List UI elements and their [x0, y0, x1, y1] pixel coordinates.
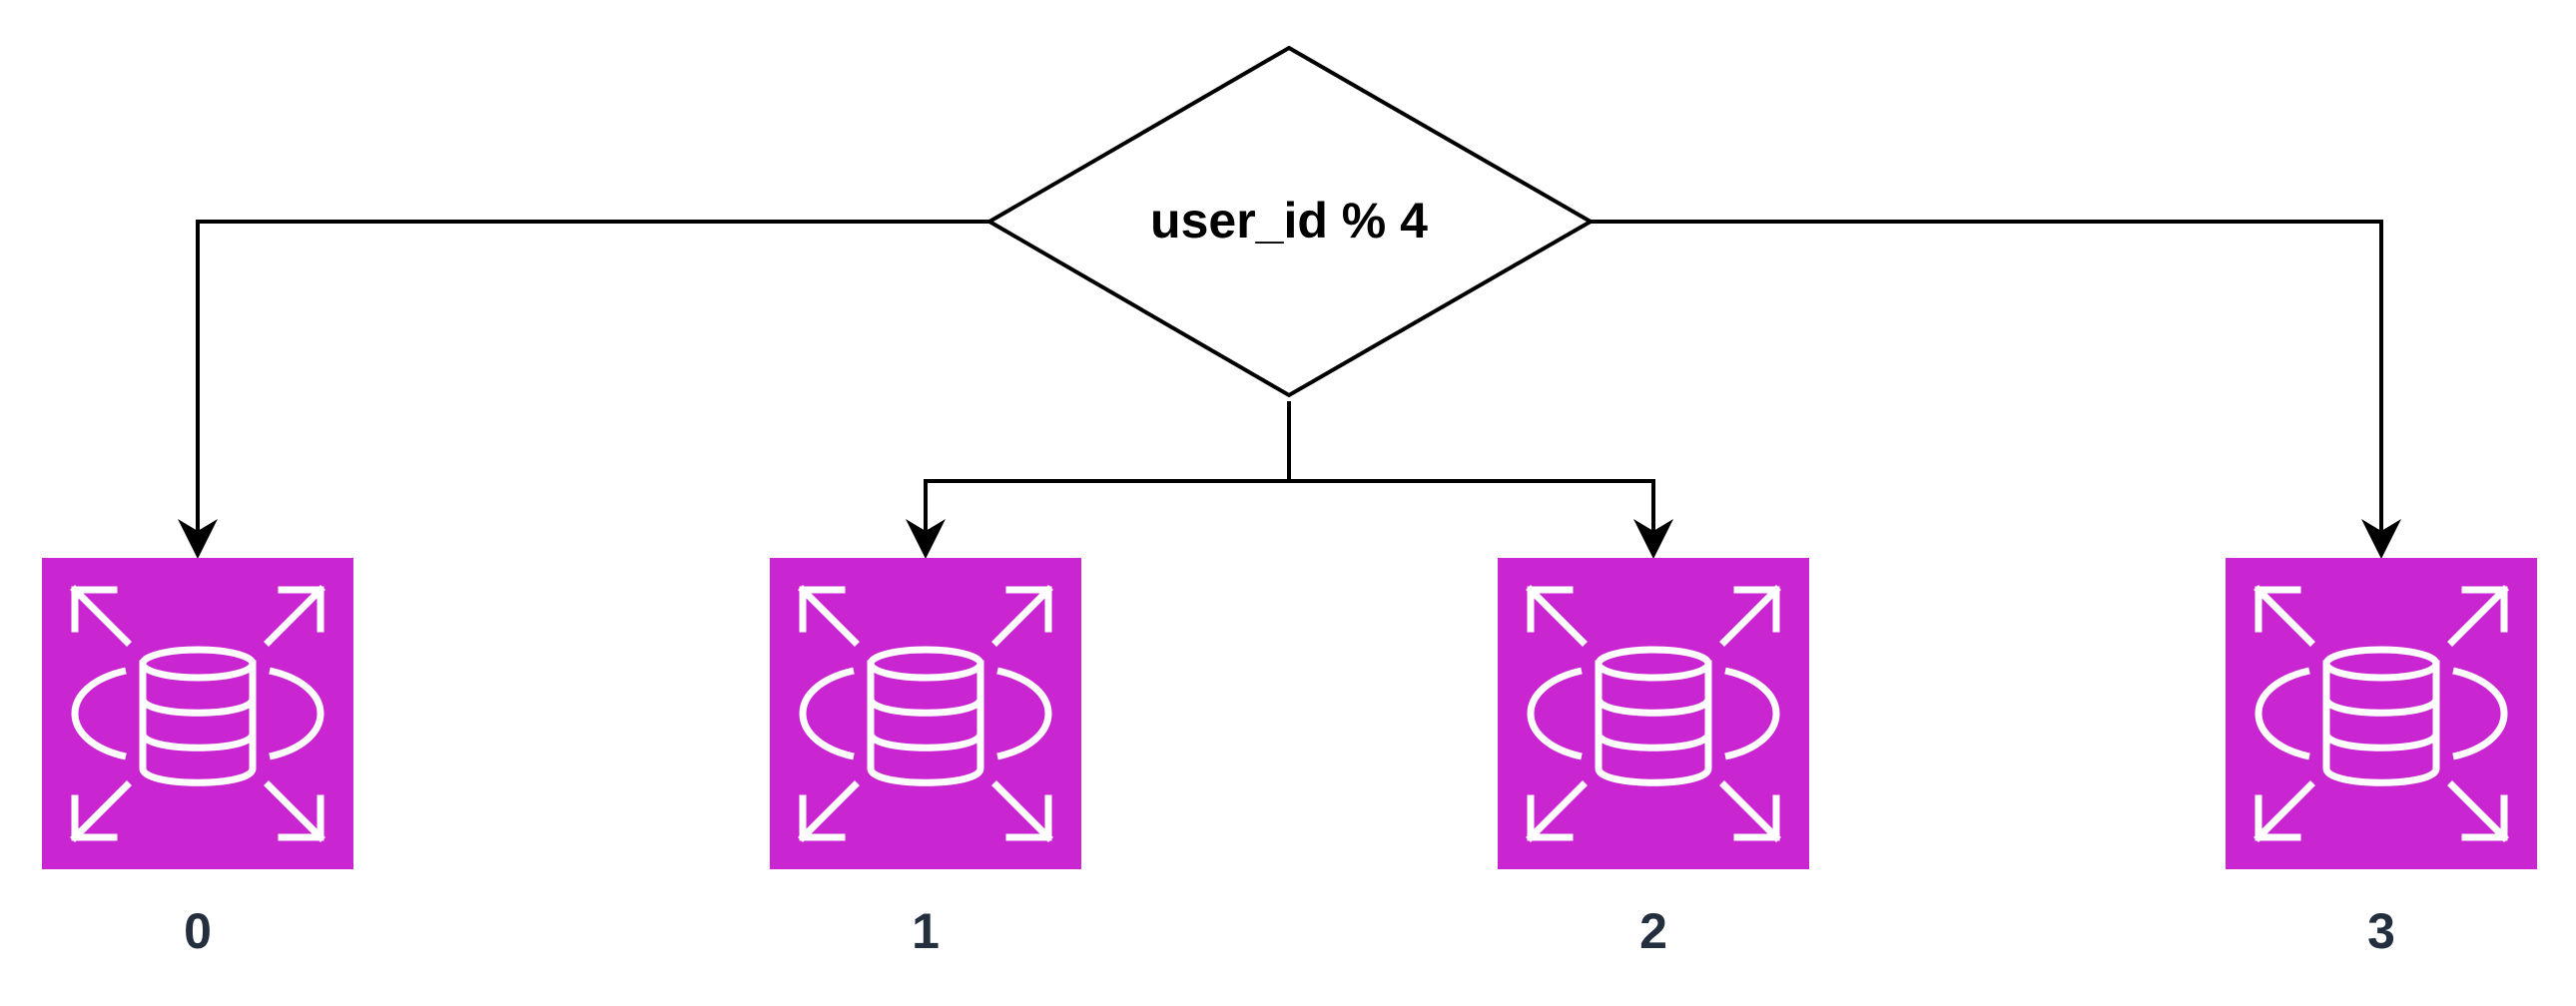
shard-1: 1 [770, 558, 1081, 959]
shard-3: 3 [2226, 558, 2537, 959]
decision-label: user_id % 4 [1150, 193, 1428, 249]
shard-0: 0 [42, 558, 353, 959]
arrow-to-shard-2 [1289, 479, 1673, 559]
shard-1-label: 1 [912, 903, 940, 959]
shard-2: 2 [1498, 558, 1809, 959]
connectors [178, 220, 2401, 559]
decision-node: user_id % 4 [985, 45, 1596, 398]
shard-3-label: 3 [2367, 903, 2395, 959]
decision-diamond [985, 45, 1596, 398]
arrow-to-shard-1 [906, 479, 1289, 559]
arrow-to-shard-0 [178, 220, 989, 559]
arrow-to-shard-3 [1591, 220, 2401, 559]
shard-2-label: 2 [1639, 903, 1667, 959]
shard-0-label: 0 [184, 903, 212, 959]
